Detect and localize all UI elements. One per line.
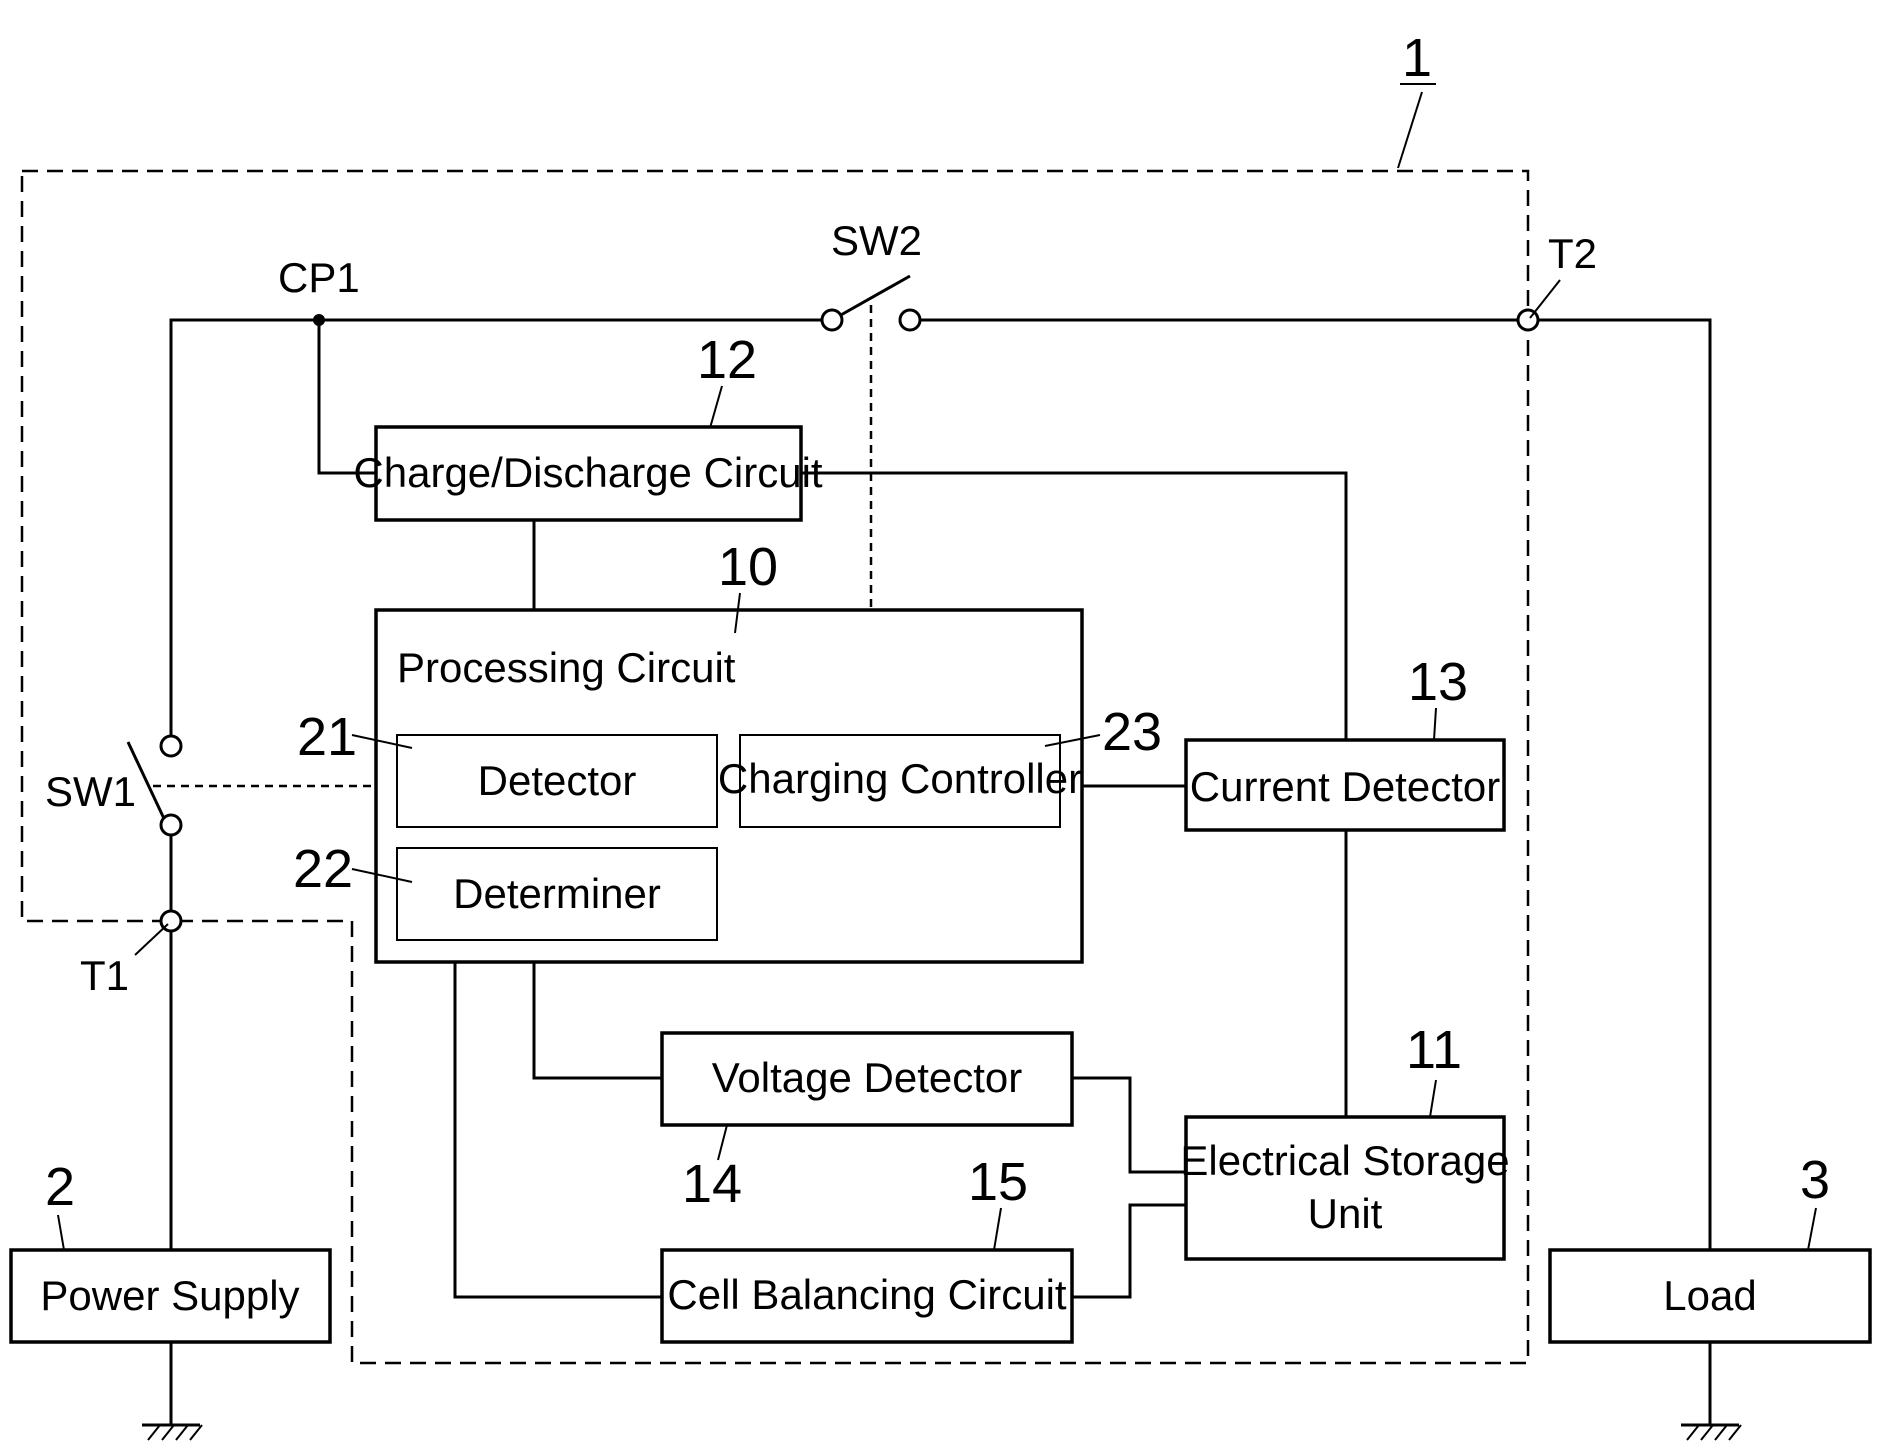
ref-charge-discharge: 12 <box>697 330 757 390</box>
wire-processing-to-cell-balancing <box>455 962 662 1297</box>
electrical-storage-unit-label-line2: Unit <box>1308 1190 1383 1237</box>
ref-device-leader <box>1398 92 1422 168</box>
processing-circuit-label: Processing Circuit <box>397 644 736 691</box>
ref-determiner: 22 <box>293 839 353 899</box>
node-label-cp1: CP1 <box>278 254 360 301</box>
ref-load: 3 <box>1800 1150 1830 1210</box>
ref-charging-controller: 23 <box>1102 702 1162 762</box>
cell-balancing-circuit-label: Cell Balancing Circuit <box>667 1271 1066 1318</box>
determiner-label: Determiner <box>453 870 661 917</box>
ref-device: 1 <box>1402 28 1432 88</box>
ref-cell-balancing-leader <box>994 1208 1001 1250</box>
power-supply-label: Power Supply <box>40 1272 299 1319</box>
node-label-t1: T1 <box>80 952 129 999</box>
ground-symbol-load <box>1681 1425 1741 1440</box>
t1-leader-line <box>135 924 168 955</box>
ref-current-detector: 13 <box>1408 652 1468 712</box>
wire-processing-to-voltage-detector <box>534 962 662 1078</box>
t2-leader-line <box>1530 280 1560 318</box>
node-label-sw1: SW1 <box>45 768 136 815</box>
ref-power-supply: 2 <box>45 1157 75 1217</box>
charging-controller-label: Charging Controller <box>718 755 1082 802</box>
ref-storage-leader <box>1430 1080 1436 1117</box>
node-label-t2: T2 <box>1548 230 1597 277</box>
wire-voltage-detector-to-storage <box>1072 1078 1186 1172</box>
ref-detector: 21 <box>297 707 357 767</box>
ref-processing: 10 <box>718 537 778 597</box>
wire-cell-balancing-to-storage <box>1072 1205 1186 1297</box>
ref-current-detector-leader <box>1434 708 1436 740</box>
ref-voltage-detector: 14 <box>682 1154 742 1214</box>
ground-symbol-power-supply <box>142 1425 202 1440</box>
ref-cell-balancing: 15 <box>968 1152 1028 1212</box>
ref-storage: 11 <box>1406 1020 1462 1080</box>
ref-load-leader <box>1808 1208 1816 1250</box>
node-label-sw2: SW2 <box>831 217 922 264</box>
current-detector-label: Current Detector <box>1190 763 1500 810</box>
junction-cp1 <box>313 314 325 326</box>
load-label: Load <box>1663 1272 1756 1319</box>
ref-charge-discharge-leader <box>710 386 722 428</box>
ref-power-supply-leader <box>58 1215 64 1250</box>
charge-discharge-circuit-label: Charge/Discharge Circuit <box>353 449 823 496</box>
detector-label: Detector <box>478 757 637 804</box>
voltage-detector-label: Voltage Detector <box>712 1054 1023 1101</box>
electrical-storage-unit-label-line1: Electrical Storage <box>1180 1137 1509 1184</box>
